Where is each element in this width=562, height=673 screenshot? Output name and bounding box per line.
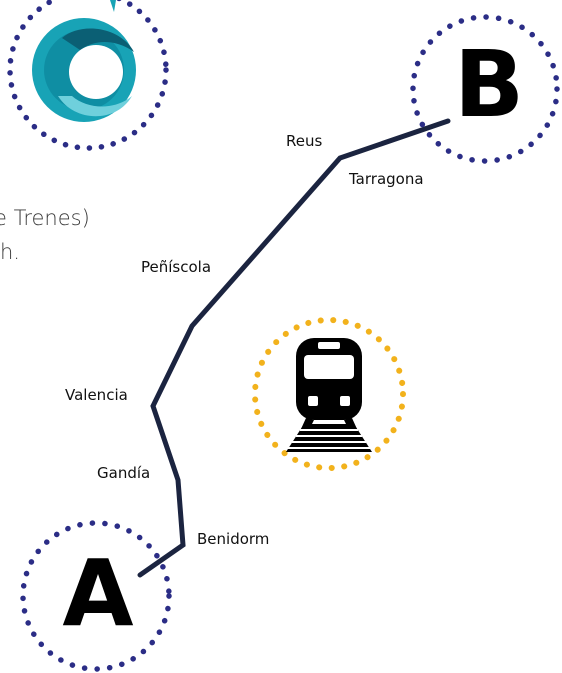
company-logo-icon — [32, 0, 136, 122]
train-badge — [252, 317, 406, 471]
endpoint-b-label: B — [453, 31, 525, 138]
stop-label-reus: Reus — [286, 132, 323, 150]
stop-label-valencia: Valencia — [65, 386, 128, 404]
stop-label-gandia: Gandía — [97, 464, 151, 482]
stop-label-tarragona: Tarragona — [349, 170, 424, 188]
endpoint-a-ring — [20, 520, 172, 672]
company-logo — [7, 0, 169, 151]
train-icon — [286, 338, 372, 452]
intro-text-line-1: e Trenes) — [0, 206, 90, 230]
logo-dotted-ring — [7, 0, 169, 151]
train-badge-ring — [252, 317, 406, 471]
intro-text-line-2: h. — [0, 240, 20, 264]
route-line — [137, 118, 451, 578]
stop-label-peniscola: Peñíscola — [141, 258, 212, 276]
endpoint-a-label: A — [62, 540, 134, 647]
stop-label-benidorm: Benidorm — [197, 530, 270, 548]
endpoint-b-ring — [410, 14, 560, 164]
